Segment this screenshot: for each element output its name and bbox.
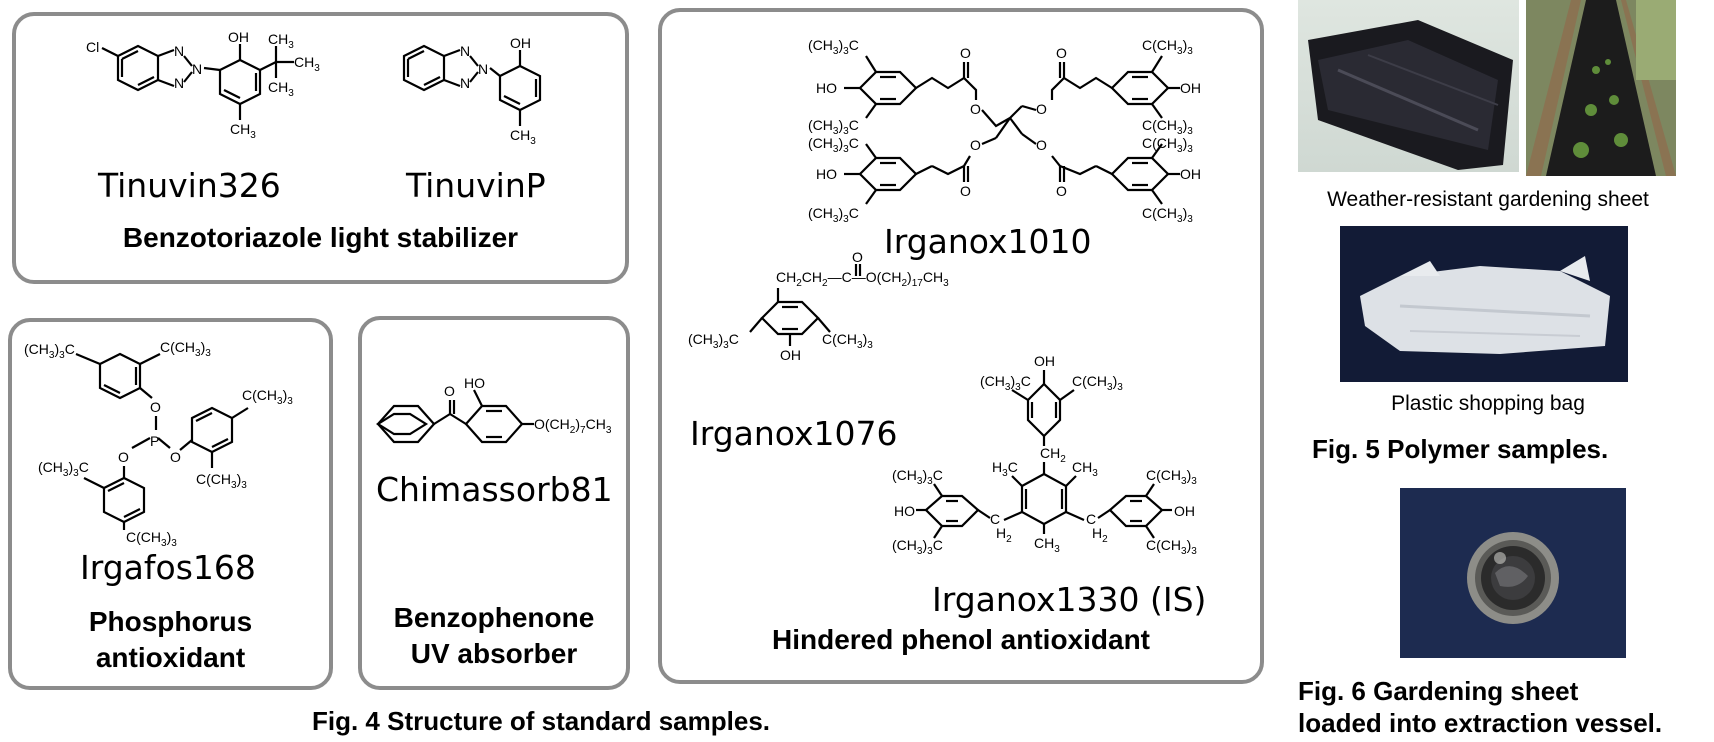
svg-text:OH: OH: [1180, 80, 1201, 96]
svg-text:O: O: [960, 183, 971, 199]
svg-text:Cl: Cl: [86, 39, 99, 55]
svg-text:CH3: CH3: [268, 79, 294, 99]
svg-text:H2: H2: [996, 525, 1012, 545]
irganox1010-label: Irganox1010: [884, 222, 1092, 261]
sheet-photo-label: Weather-resistant gardening sheet: [1327, 188, 1649, 211]
black-sheet-photo: [1298, 0, 1519, 172]
irganox1076-structure: CH2CH2—C—O(CH2)17CH3 O (CH3)3C C(CH3)3 O…: [688, 249, 949, 363]
svg-text:C(CH3)3: C(CH3)3: [1142, 117, 1193, 137]
svg-text:OH: OH: [510, 35, 531, 51]
tinuvin326-label: Tinuvin326: [98, 166, 281, 205]
hindered-phenol-category: Hindered phenol antioxidant: [771, 624, 1150, 655]
svg-text:P: P: [150, 433, 159, 449]
svg-text:(CH3)3C: (CH3)3C: [808, 135, 859, 155]
benzophenone-panel: [358, 316, 630, 690]
tinuvin326-structure: Cl NNN OH CH3 CH3 CH3 CH3: [86, 29, 320, 141]
fig6-caption-line2: loaded into extraction vessel.: [1298, 708, 1663, 738]
svg-text:CH3: CH3: [1034, 535, 1060, 555]
svg-text:OH: OH: [780, 347, 801, 363]
svg-text:C(CH3)3: C(CH3)3: [160, 339, 211, 359]
svg-text:C(CH3)3: C(CH3)3: [1072, 373, 1123, 393]
fig4-caption: Fig. 4 Structure of standard samples.: [312, 706, 770, 736]
svg-text:(CH3)3C: (CH3)3C: [808, 205, 859, 225]
extraction-vessel-photo: [1400, 488, 1626, 658]
svg-text:C: C: [990, 511, 1000, 527]
svg-text:O: O: [960, 45, 971, 61]
svg-text:C(CH3)3: C(CH3)3: [1142, 37, 1193, 57]
svg-text:O: O: [1036, 101, 1047, 117]
irganox1330-structure: OH (CH3)3C C(CH3)3 CH2 H3C CH3 CH3 CH2 H…: [892, 353, 1197, 557]
svg-text:(CH3)3C: (CH3)3C: [688, 331, 739, 351]
shopping-bag-photo: [1340, 226, 1628, 382]
svg-text:HO: HO: [816, 80, 837, 96]
irgafos168-structure: (CH3)3C C(CH3)3 O P O C(CH3)3 C(CH3)3 O …: [24, 339, 293, 549]
svg-text:OH: OH: [1034, 353, 1055, 369]
benzophenone-category: Benzophenone UV absorber: [393, 602, 595, 669]
svg-text:OH: OH: [228, 29, 249, 45]
svg-text:C: C: [1086, 511, 1096, 527]
svg-text:N: N: [174, 75, 184, 91]
svg-text:CH3: CH3: [294, 54, 320, 74]
svg-text:N: N: [460, 75, 470, 91]
svg-text:OH: OH: [1180, 166, 1201, 182]
chimassorb81-structure: O HO O(CH2)7CH3: [375, 375, 612, 444]
svg-text:CH2: CH2: [1040, 445, 1066, 465]
svg-text:O: O: [852, 249, 863, 265]
svg-text:O: O: [170, 449, 181, 465]
svg-text:H3C: H3C: [992, 459, 1018, 479]
tinuvinp-structure: NNN OH CH3: [402, 35, 542, 147]
svg-text:HO: HO: [816, 166, 837, 182]
svg-text:C(CH3)3: C(CH3)3: [1142, 135, 1193, 155]
svg-text:HO: HO: [894, 503, 915, 519]
svg-text:CH3: CH3: [510, 127, 536, 147]
svg-text:O: O: [970, 101, 981, 117]
irganox1330-label: Irganox1330 (IS): [932, 580, 1207, 619]
svg-text:(CH3)3C: (CH3)3C: [24, 341, 75, 361]
irgafos168-label: Irgafos168: [80, 548, 256, 587]
svg-text:N: N: [192, 61, 202, 77]
svg-text:C(CH3)3: C(CH3)3: [242, 387, 293, 407]
benzotriazole-panel: [12, 12, 629, 284]
svg-text:CH3: CH3: [230, 121, 256, 141]
irganox1076-label: Irganox1076: [690, 414, 898, 453]
phosphorus-category: Phosphorus antioxidant: [88, 606, 253, 673]
hindered-phenol-panel: [658, 8, 1264, 684]
svg-text:O(CH2)7CH3: O(CH2)7CH3: [534, 416, 612, 436]
bag-photo-label: Plastic shopping bag: [1391, 392, 1585, 415]
svg-text:CH3: CH3: [268, 31, 294, 51]
chimassorb81-label: Chimassorb81: [376, 470, 613, 509]
svg-text:O: O: [444, 383, 455, 399]
svg-text:C(CH3)3: C(CH3)3: [822, 331, 873, 351]
svg-text:O: O: [150, 399, 161, 415]
svg-text:H2: H2: [1092, 525, 1108, 545]
fig5-caption: Fig. 5 Polymer samples.: [1312, 434, 1609, 464]
field-sheet-photo: [1526, 0, 1676, 176]
svg-text:O: O: [1036, 137, 1047, 153]
svg-text:C(CH3)3: C(CH3)3: [1146, 537, 1197, 557]
tinuvinp-label: TinuvinP: [406, 166, 546, 205]
svg-text:N: N: [174, 43, 184, 59]
svg-text:CH3: CH3: [1072, 459, 1098, 479]
fig6-caption-line1: Fig. 6 Gardening sheet: [1298, 676, 1579, 706]
svg-text:(CH3)3C: (CH3)3C: [808, 37, 859, 57]
svg-text:(CH3)3C: (CH3)3C: [980, 373, 1031, 393]
svg-text:N: N: [460, 43, 470, 59]
phosphorus-panel: [8, 318, 333, 690]
svg-text:O: O: [1056, 183, 1067, 199]
svg-text:(CH3)3C: (CH3)3C: [808, 117, 859, 137]
svg-text:O: O: [1056, 45, 1067, 61]
svg-text:OH: OH: [1174, 503, 1195, 519]
benzotriazole-category: Benzotoriazole light stabilizer: [122, 222, 519, 253]
svg-text:C(CH3)3: C(CH3)3: [1142, 205, 1193, 225]
svg-text:(CH3)3C: (CH3)3C: [38, 459, 89, 479]
svg-text:N: N: [478, 61, 488, 77]
svg-text:CH2CH2—C—O(CH2)17CH3: CH2CH2—C—O(CH2)17CH3: [776, 269, 949, 289]
irganox1010-structure: HO (CH3)3C (CH3)3C O O O O OH C(CH3)3 C(…: [808, 37, 1201, 225]
svg-text:C(CH3)3: C(CH3)3: [196, 471, 247, 491]
svg-text:HO: HO: [464, 375, 485, 391]
svg-text:O: O: [970, 137, 981, 153]
svg-text:O: O: [118, 449, 129, 465]
